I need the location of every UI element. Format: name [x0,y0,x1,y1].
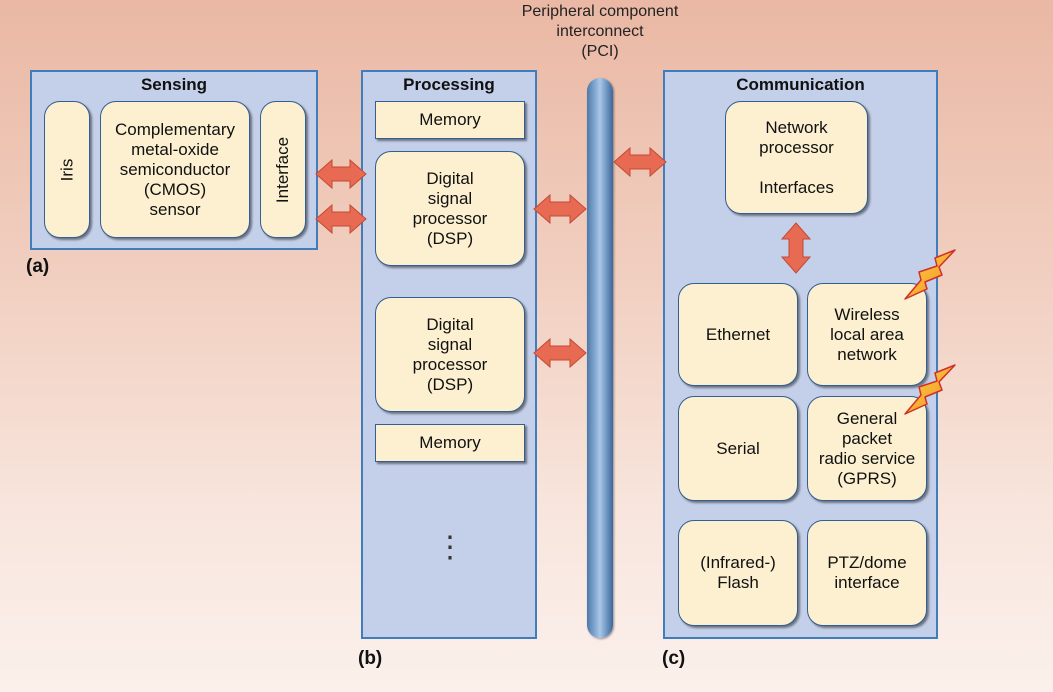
dsp-2-label: Digital signal processor (DSP) [412,314,488,394]
sensing-interface-box: Interface [260,101,306,238]
ptz-label: PTZ/dome interface [827,553,907,592]
memory-bottom-label: Memory [419,433,481,452]
network-processor-box: Network processor Interfaces [725,101,868,214]
serial-box: Serial [678,396,798,501]
memory-top-label: Memory [419,110,481,129]
communication-title: Communication [736,75,865,94]
iris-box: Iris [44,101,90,238]
processing-title: Processing [403,75,495,94]
serial-label: Serial [716,438,760,458]
dsp-1-box: Digital signal processor (DSP) [375,151,525,266]
arrow-dsp2-pci [533,337,587,369]
dsp-1-label: Digital signal processor (DSP) [412,168,488,248]
panel-label-c: (c) [662,648,686,669]
processing-ellipsis: ⋮ [435,531,465,564]
pci-bus-label: Peripheral component interconnect (PCI) [521,3,679,60]
gprs-lightning-icon [904,364,956,415]
wlan-label: Wireless local area network [830,304,904,364]
ethernet-label: Ethernet [705,324,771,344]
pci-bus [587,78,613,638]
flash-box: (Infrared-) Flash [678,520,798,626]
ptz-box: PTZ/dome interface [807,520,927,626]
arrow-dsp1-pci [533,193,587,225]
arrow-sensing-dsp-upper [315,158,367,190]
dsp-2-box: Digital signal processor (DSP) [375,297,525,412]
sensing-title: Sensing [140,75,208,94]
panel-label-b: (b) [358,648,383,669]
cmos-sensor-box: Complementary metal-oxide semiconductor … [100,101,250,238]
memory-bottom-box: Memory [375,424,525,462]
panel-label-a: (a) [26,256,50,277]
ethernet-box: Ethernet [678,283,798,386]
gprs-label: General packet radio service (GPRS) [818,408,916,488]
wlan-box: Wireless local area network [807,283,927,386]
network-processor-label: Network processor Interfaces [759,117,834,197]
arrow-sensing-dsp-lower [315,203,367,235]
wlan-lightning-icon [904,249,956,300]
arrow-pci-communication [613,146,667,178]
flash-label: (Infrared-) Flash [700,553,776,592]
arrow-network-processor-interfaces [780,222,812,274]
memory-top-box: Memory [375,101,525,139]
cmos-sensor-label: Complementary metal-oxide semiconductor … [115,119,235,219]
